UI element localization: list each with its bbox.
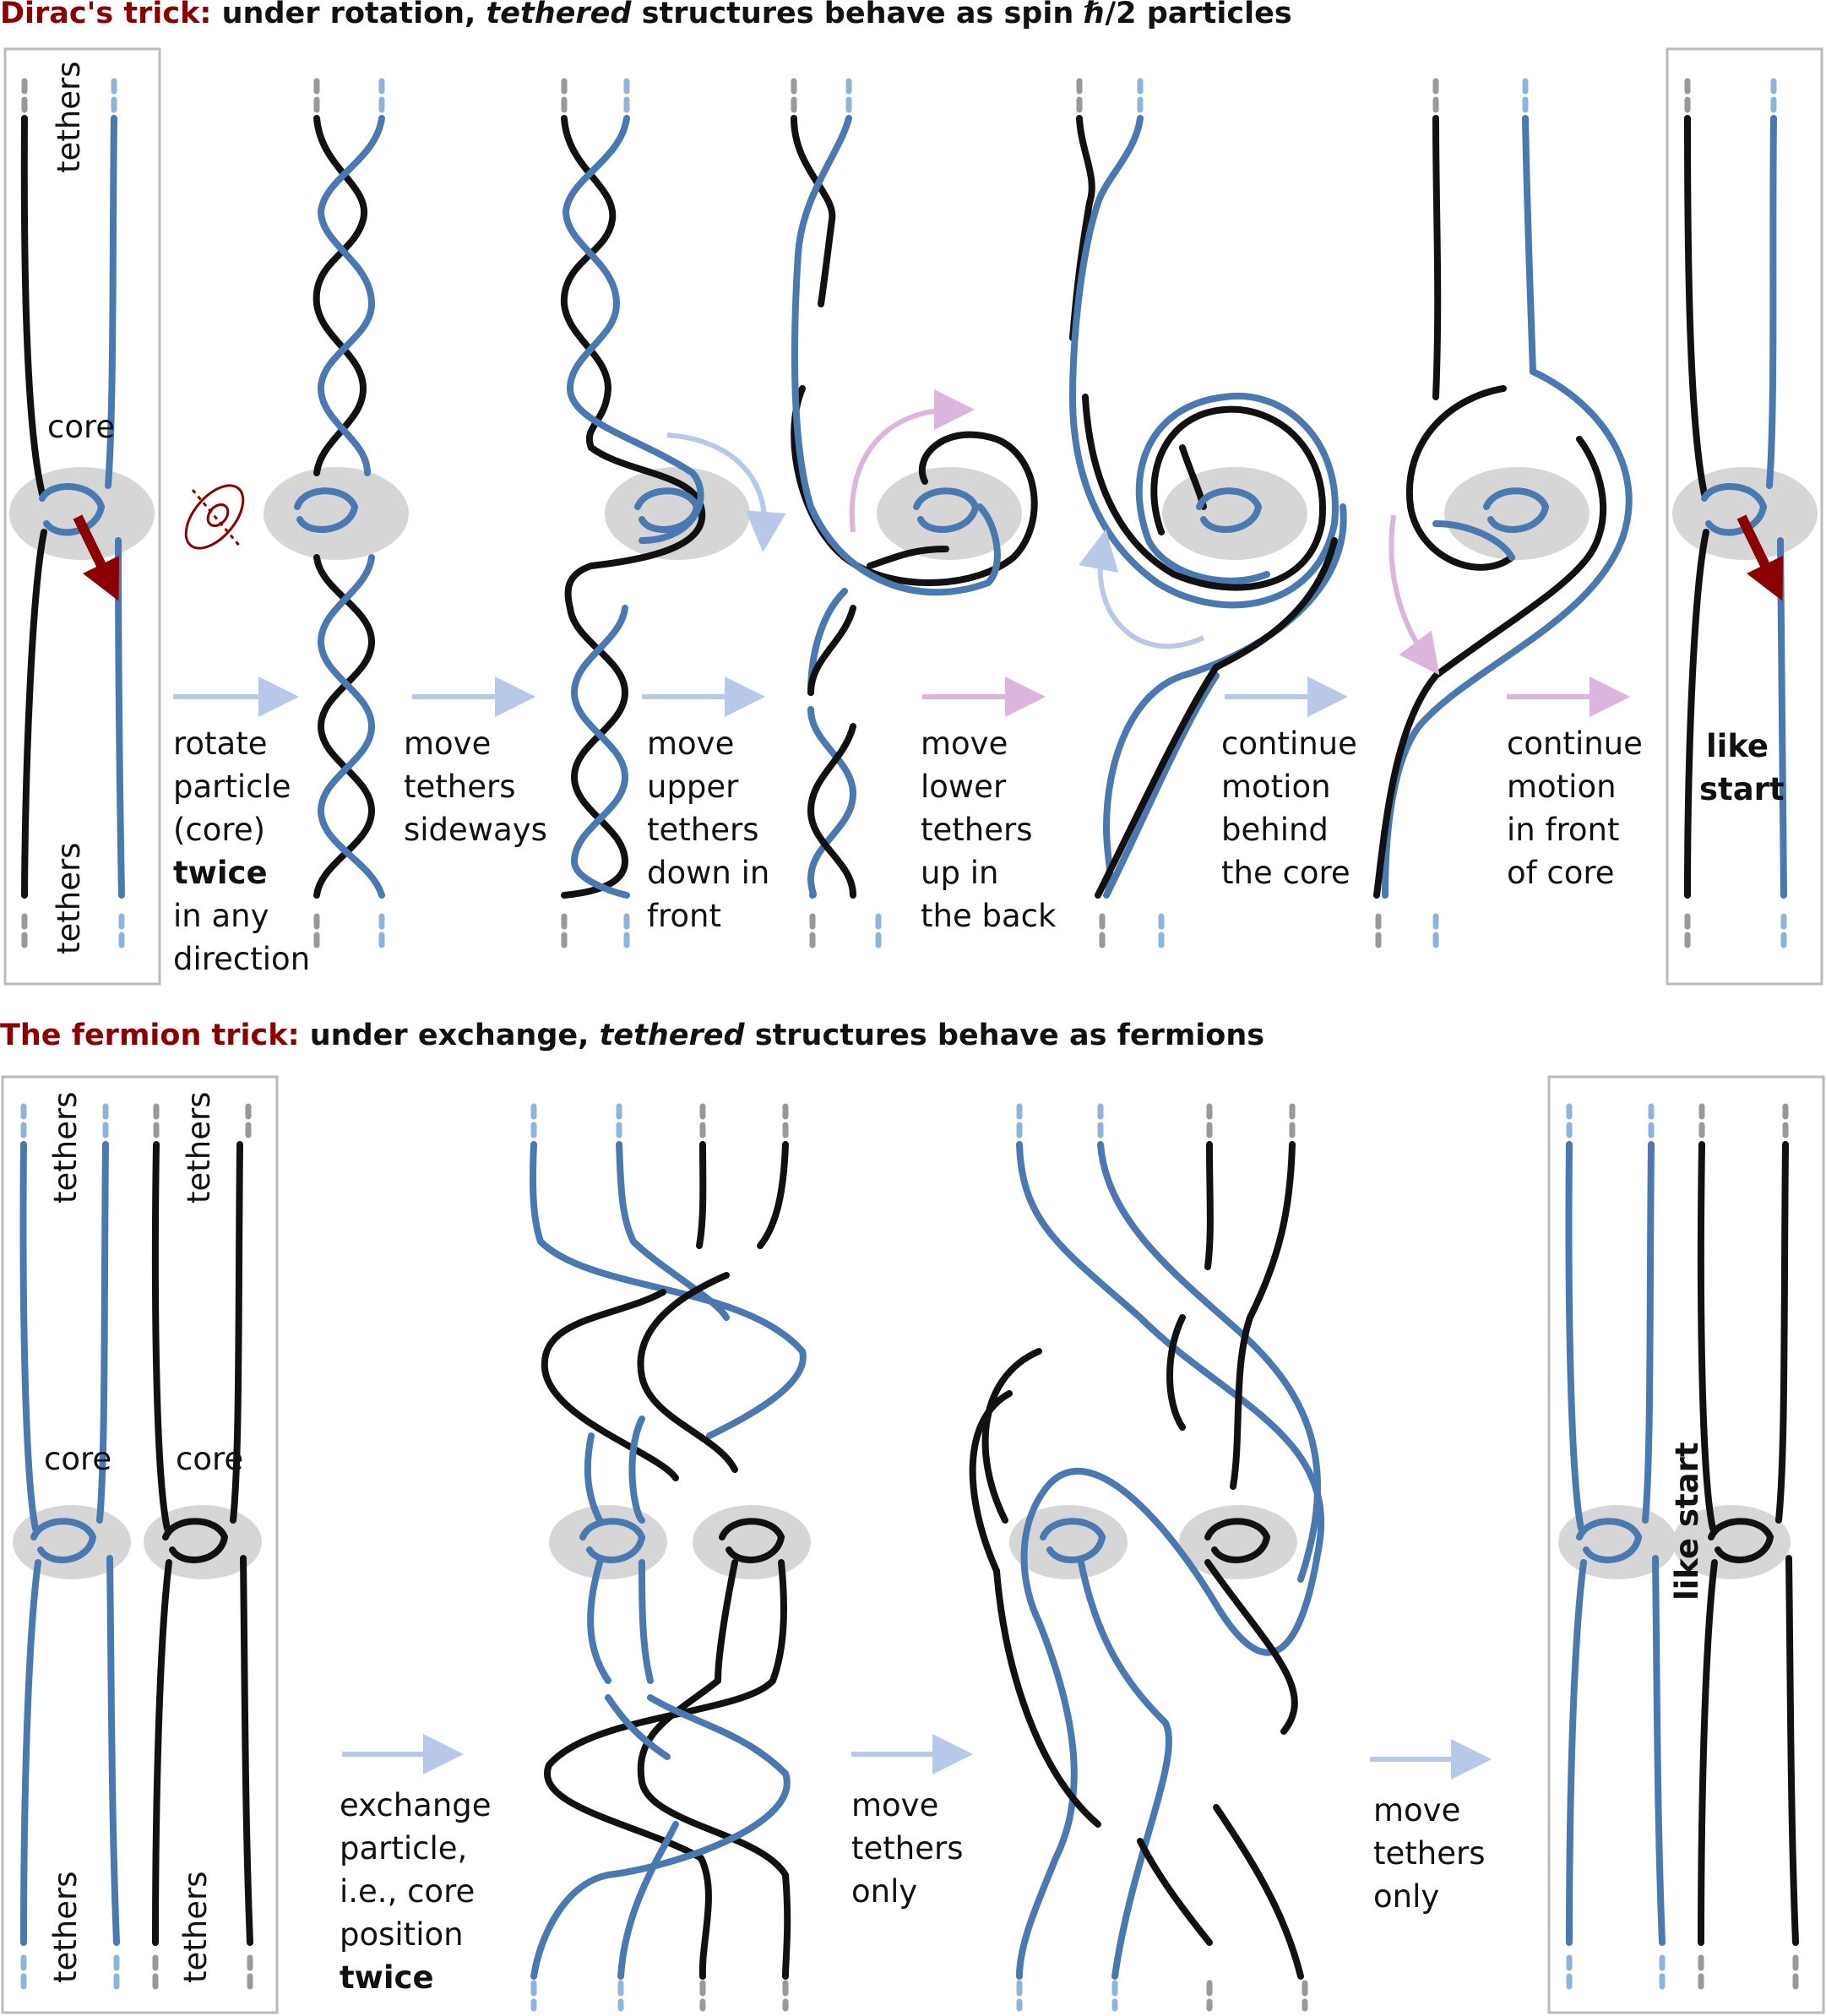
label-tethers-a-bottom: tethers bbox=[47, 1871, 84, 1983]
tether-ends-panel5 bbox=[1375, 78, 1529, 954]
like-start-top: like start bbox=[1699, 728, 1785, 807]
step-6-text: continue motion in front of core bbox=[1507, 725, 1643, 891]
rotation-axis-arrow bbox=[73, 514, 120, 601]
step-2-text: move tethers sideways bbox=[404, 725, 547, 848]
start-frame bbox=[3, 47, 161, 986]
tether-ends-panel4 bbox=[1076, 78, 1165, 954]
bottom-step-1-text: exchange particle, i.e., core position t… bbox=[340, 1787, 492, 1996]
tether-ends-bottom-end bbox=[1566, 1103, 1799, 1995]
strand-panel-upper-down bbox=[560, 115, 706, 899]
end-frame bbox=[1666, 47, 1823, 986]
motion-arrow-panel5 bbox=[1389, 514, 1440, 676]
rotation-axis-arrow-end bbox=[1736, 514, 1784, 601]
label-core-b: core bbox=[176, 1441, 244, 1477]
strand-panel-twist bbox=[294, 115, 385, 899]
strand-bottom-exchange bbox=[529, 1141, 807, 1980]
motion-arrow-panel4 bbox=[1079, 529, 1205, 649]
strand-bottom-end bbox=[1565, 1141, 1799, 1946]
tether-ends-twist bbox=[313, 78, 385, 954]
label-core-a: core bbox=[44, 1441, 112, 1477]
tether-ends-bottom-exchange bbox=[530, 1103, 789, 2012]
strand-panel-lower-up bbox=[791, 115, 1038, 899]
tether-ends-end bbox=[1684, 78, 1787, 954]
strand-panel-end bbox=[1684, 115, 1787, 899]
strand-panel-behind bbox=[1068, 115, 1347, 899]
tether-ends-panel2 bbox=[561, 78, 630, 954]
tether-ends-start bbox=[21, 78, 125, 954]
tether-ends-panel3 bbox=[791, 78, 882, 954]
rotation-symbol-icon bbox=[184, 484, 245, 550]
core-ellipses-top bbox=[9, 467, 1818, 560]
strand-panel-front bbox=[1373, 115, 1633, 899]
motion-arrow-panel2 bbox=[666, 432, 786, 552]
step-4-text: move lower tethers up in the back bbox=[921, 725, 1057, 934]
end-frame-bottom bbox=[1547, 1075, 1825, 2014]
strand-bottom-tethers bbox=[969, 1141, 1325, 1980]
start-frame-bottom bbox=[1, 1075, 279, 2014]
label-tethers-b-top: tethers bbox=[181, 1091, 217, 1204]
step-arrows-bottom bbox=[342, 1734, 1492, 1780]
step-1-text: rotate particle (core) twice in any dire… bbox=[173, 725, 311, 977]
label-tethers-b-bottom: tethers bbox=[177, 1871, 214, 1983]
step-3-text: move upper tethers down in front bbox=[647, 725, 770, 934]
label-tethers-bottom: tethers bbox=[51, 842, 87, 954]
motion-arrow-panel3 bbox=[849, 389, 975, 533]
core-ellipses-bottom bbox=[13, 1505, 1791, 1579]
tether-ends-bottom-start bbox=[20, 1103, 253, 1995]
like-start-bottom: like start bbox=[1669, 1442, 1705, 1600]
bottom-step-3-text: move tethers only bbox=[1373, 1792, 1486, 1915]
label-tethers-a-top: tethers bbox=[47, 1091, 84, 1204]
bottom-step-2-text: move tethers only bbox=[851, 1787, 964, 1910]
label-tethers-top: tethers bbox=[51, 61, 87, 173]
step-5-text: continue motion behind the core bbox=[1221, 725, 1357, 891]
tether-ends-bottom-tethers bbox=[1016, 1103, 1308, 2012]
label-core: core bbox=[47, 409, 116, 445]
strand-panel-start bbox=[20, 115, 125, 899]
bottom-title: The fermion trick: under exchange, tethe… bbox=[0, 1019, 1265, 1052]
top-title: Dirac's trick: under rotation, tethered … bbox=[0, 0, 1292, 30]
strand-bottom-start bbox=[19, 1141, 253, 1946]
